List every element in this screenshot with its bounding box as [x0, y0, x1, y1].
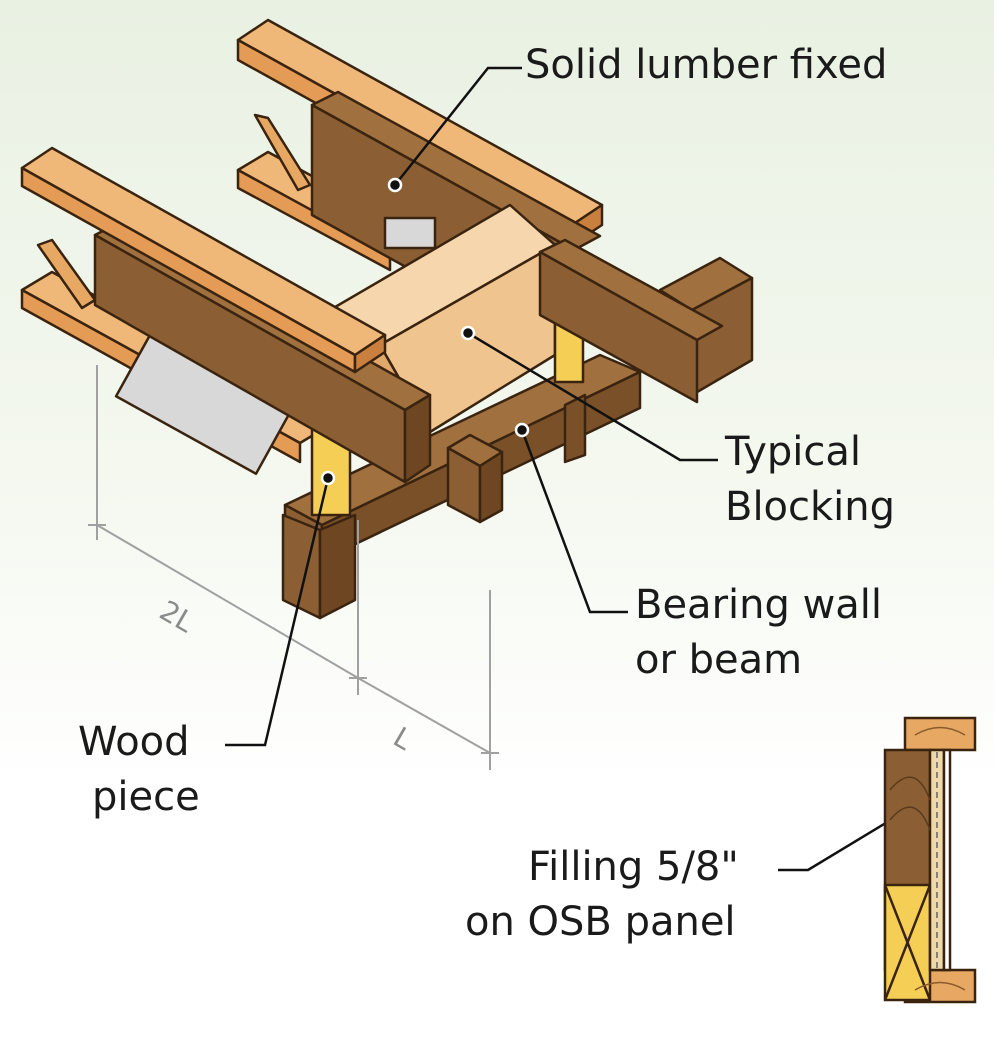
label-bearing-wall: Bearing wall	[635, 582, 883, 628]
small-block	[446, 433, 504, 524]
label-solid-lumber: Solid lumber fixed	[525, 42, 888, 88]
leader-bearing-wall	[520, 429, 628, 614]
front-top-plate	[20, 146, 387, 374]
label-filling: Filling 5/8"	[528, 844, 739, 890]
dot-wood-piece	[320, 470, 336, 486]
right-beam-end	[658, 256, 754, 397]
back-brace	[253, 113, 312, 192]
dot-bearing-wall	[514, 422, 530, 438]
bearing-post-right	[563, 393, 587, 464]
leader-wood-piece	[225, 477, 330, 747]
leader-typical-blocking	[467, 331, 718, 462]
middle-joist	[538, 238, 724, 404]
label-piece: piece	[92, 774, 200, 820]
leader-solid-lumber	[394, 66, 522, 186]
cross-section-detail	[883, 716, 977, 1004]
label-typical: Typical	[725, 429, 861, 475]
bearing-post	[281, 513, 357, 620]
dot-solid-lumber	[387, 177, 403, 193]
dimension-lines	[88, 365, 499, 770]
label-wood: Wood	[78, 719, 190, 765]
label-osb-panel: on OSB panel	[465, 899, 736, 945]
back-insulation	[383, 216, 437, 250]
label-blocking: Blocking	[725, 484, 896, 530]
label-or-beam: or beam	[635, 637, 803, 683]
dot-typical-blocking	[460, 325, 476, 341]
